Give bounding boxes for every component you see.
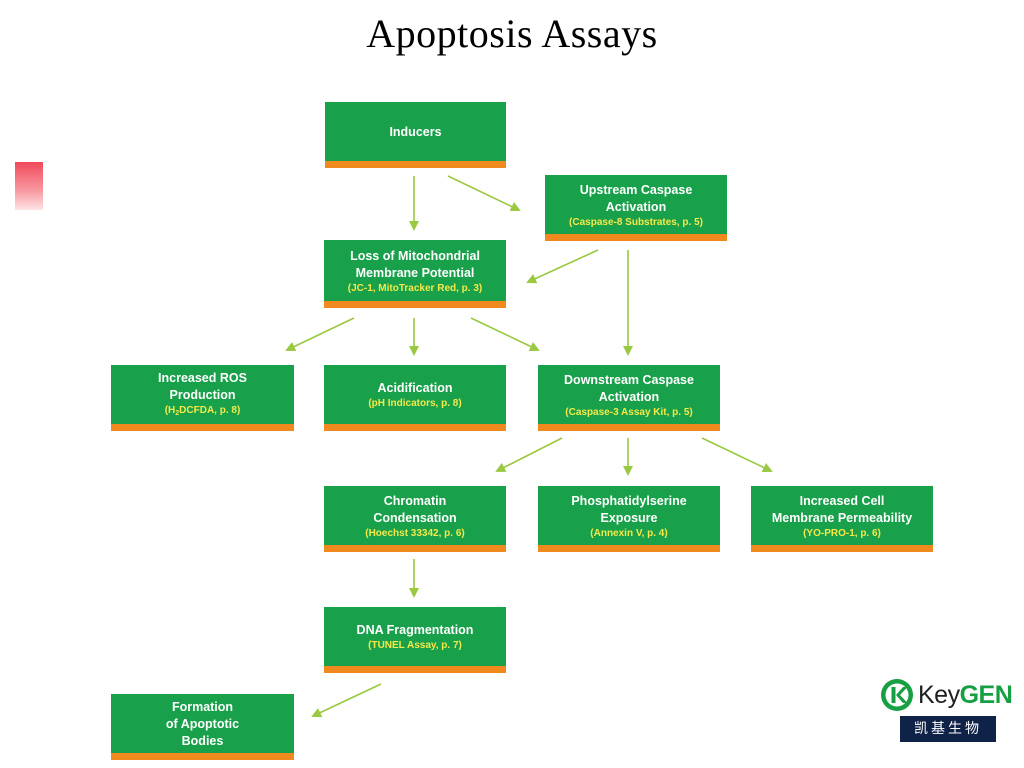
arrow-downstream-to-chromatin — [495, 437, 563, 472]
node-permeability: Increased Cell Membrane Permeability (YO… — [751, 486, 933, 552]
page-title: Apoptosis Assays — [366, 11, 658, 56]
node-acidification-label: Acidification — [377, 381, 453, 395]
node-acidification: Acidification (pH Indicators, p. 8) — [324, 365, 506, 431]
node-upstream-caspase-label: Upstream Caspase Activation — [579, 182, 693, 214]
arrow-downstream-to-permeability — [701, 437, 773, 473]
node-ros-assay: (H2DCFDA, p. 8) — [164, 405, 241, 417]
keygen-logo-wordmark: KeyGEN — [918, 681, 1013, 709]
node-downstream-caspase-label: Downstream Caspase Activation — [564, 372, 694, 404]
arrow-mito-to-ros — [285, 317, 355, 352]
node-upstream-caspase-assay: (Caspase-8 Substrates, p. 5) — [569, 216, 703, 228]
node-mito-potential: Loss of Mitochondrial Membrane Potential… — [324, 240, 506, 308]
node-phosphatidylserine-label: Phosphatidylserine Exposure — [571, 493, 687, 525]
node-mito-potential-label: Loss of Mitochondrial Membrane Potential — [350, 248, 480, 280]
node-chromatin-assay: (Hoechst 33342, p. 6) — [365, 527, 465, 539]
node-upstream-caspase: Upstream Caspase Activation (Caspase-8 S… — [545, 175, 727, 241]
node-phosphatidylserine: Phosphatidylserine Exposure (Annexin V, … — [538, 486, 720, 552]
node-apoptotic-bodies-label: Formation of Apoptotic Bodies — [165, 700, 240, 748]
node-acidification-assay: (pH Indicators, p. 8) — [368, 398, 462, 409]
node-phosphatidylserine-assay: (Annexin V, p. 4) — [590, 527, 668, 539]
node-dna-fragmentation-label: DNA Fragmentation — [356, 623, 474, 637]
node-downstream-caspase: Downstream Caspase Activation (Caspase-3… — [538, 365, 720, 431]
arrow-inducers-to-upstream — [447, 175, 521, 212]
decorative-accent-bar — [15, 162, 43, 210]
keygen-logo-chinese: 凯基生物 — [900, 716, 996, 742]
node-chromatin: Chromatin Condensation (Hoechst 33342, p… — [324, 486, 506, 552]
node-dna-fragmentation: DNA Fragmentation (TUNEL Assay, p. 7) — [324, 607, 506, 673]
arrow-dna-to-bodies — [311, 683, 382, 718]
node-chromatin-label: Chromatin Condensation — [373, 493, 457, 525]
node-mito-potential-assay: (JC-1, MitoTracker Red, p. 3) — [347, 282, 483, 294]
node-permeability-label: Increased Cell Membrane Permeability — [771, 493, 913, 525]
node-inducers: Inducers — [325, 102, 506, 168]
node-downstream-caspase-assay: (Caspase-3 Assay Kit, p. 5) — [565, 406, 693, 418]
node-dna-fragmentation-assay: (TUNEL Assay, p. 7) — [368, 640, 462, 651]
arrow-upstream-to-mito — [526, 249, 599, 284]
node-permeability-assay: (YO-PRO-1, p. 6) — [803, 527, 881, 539]
node-inducers-label: Inducers — [389, 125, 442, 139]
node-apoptotic-bodies: Formation of Apoptotic Bodies — [111, 694, 294, 760]
keygen-logo: KeyGEN 凯基生物 — [878, 676, 1013, 742]
node-ros: Increased ROS Production (H2DCFDA, p. 8) — [111, 365, 294, 431]
node-ros-label: Increased ROS Production — [158, 371, 247, 402]
keygen-logo-icon — [881, 679, 913, 711]
arrow-mito-to-downstream — [470, 317, 540, 352]
